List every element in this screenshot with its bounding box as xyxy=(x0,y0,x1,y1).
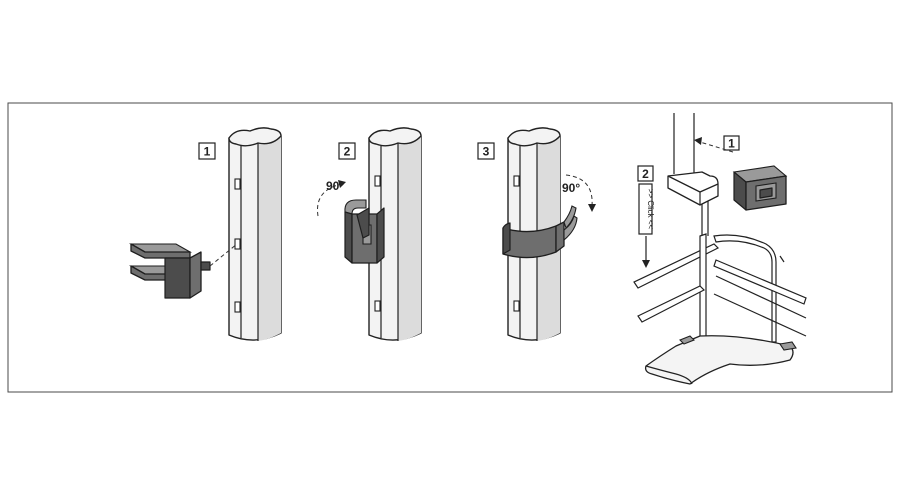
detail-clip xyxy=(732,165,788,211)
clip-1 xyxy=(128,243,211,299)
detail-step-2-box xyxy=(637,165,654,182)
rotation-arrow-2 xyxy=(317,180,346,217)
attach-arrow xyxy=(694,137,734,153)
shelf-frame xyxy=(633,233,807,343)
post-2 xyxy=(368,127,422,341)
detail-step-2-number: 2 xyxy=(642,167,649,181)
rotation-arrow-3 xyxy=(565,174,596,212)
detail-panel: 1 2 >> Click << xyxy=(633,113,807,385)
click-label-box xyxy=(638,183,653,235)
light-unit xyxy=(667,171,719,206)
insert-guide-line-1 xyxy=(209,243,238,267)
detail-step-1-box xyxy=(723,135,740,151)
step-1-number: 1 xyxy=(204,145,211,159)
step-1-box xyxy=(198,142,216,160)
clip-2 xyxy=(344,199,385,264)
shelf-plate xyxy=(644,335,797,385)
push-down-arrow xyxy=(642,236,650,268)
step-3-number: 3 xyxy=(483,145,490,159)
click-label: >> Click << xyxy=(646,189,655,230)
step-2-panel: 2 90° xyxy=(317,127,422,341)
step-3-box xyxy=(477,142,495,160)
step-1-panel: 1 xyxy=(128,127,282,341)
step-2-box xyxy=(338,142,356,160)
rotation-angle-3: 90° xyxy=(562,181,580,195)
step-2-number: 2 xyxy=(344,145,351,159)
step-3-panel: 3 90° xyxy=(477,127,596,341)
rotation-angle-2: 90° xyxy=(326,179,344,193)
post-1 xyxy=(228,127,282,341)
detail-step-1-number: 1 xyxy=(728,137,735,151)
clip-3 xyxy=(502,205,578,259)
